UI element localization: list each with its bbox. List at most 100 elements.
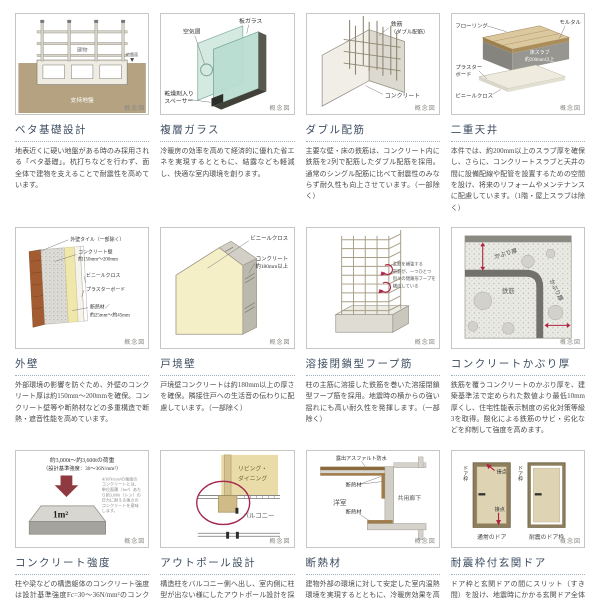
surface-strip: [464, 235, 571, 243]
panel-quake-door: 接点 接点 ドア枠 通常のドア ドア枠 耐震のドア枠 概念図 耐震枠付玄関ドア …: [450, 449, 585, 600]
figure-double-rebar: 鉄筋 （ダブル配筋） コンクリート 概念図: [305, 13, 440, 115]
concept-figure-caption: 概念図: [269, 339, 291, 346]
concept-figure-caption: 概念図: [414, 106, 436, 112]
figure-double-ceiling: フローリング モルタル 床スラブ 約200mm以上 プラスター ボード ビニール…: [450, 13, 585, 115]
note-line7: します。: [102, 508, 118, 513]
waterproof-layer: [319, 466, 393, 470]
mortar-front: [482, 37, 512, 54]
panel-title: ベタ基礎設計: [15, 122, 150, 142]
building-label: 建物: [77, 45, 88, 53]
concept-figure-caption: 概念図: [124, 538, 146, 545]
mortar-side: [511, 37, 569, 54]
note-line4: り約3,600t（トン）の: [102, 491, 141, 498]
living-label-line1: リビング・: [238, 464, 267, 472]
insulation-label-line2: 約25mm～約45mm: [90, 311, 130, 318]
air-layer-marker: [200, 63, 214, 77]
building-frame: [36, 22, 128, 62]
rail-mark-2: [236, 531, 240, 539]
strength-note: ※36N/mm²の強度の コンクリートとは、 単位面積（1m²）あた り約3,6…: [102, 475, 141, 513]
concrete-label: コンクリート: [384, 92, 419, 99]
spacer-block: [211, 93, 224, 107]
tile-label: 外壁タイル（一部除く）: [70, 236, 124, 243]
concept-figure-caption: 概念図: [124, 106, 146, 112]
panel-description: 建物外部の環境に対して安定した室内温熱環境を実現するとともに、冷暖房効果を高め、…: [305, 579, 440, 599]
concrete-cover-diagram: かぶり厚 鉄筋 かぶり厚: [464, 235, 572, 339]
shared-corridor-label: 共用廊下: [397, 494, 421, 502]
panel-double-glazing: 板ガラス 空気層 乾燥剤入り スペーサー 概念図 複層ガラス 冷暖房の効率を高め…: [160, 13, 295, 214]
corridor-lower-wall: [417, 529, 423, 540]
joint-mark: [235, 507, 239, 514]
panel-description: ドア枠と玄関ドアの間にスリット（すき間）を設け、地震時にかかる玄関ドア全体への荷…: [450, 579, 585, 599]
vinyl-cloth-label: ビニールクロス: [455, 91, 493, 99]
panel-description: 柱の主筋に溶接した鉄筋を巻いた溶接閉鎖型フープ筋を採用。地震時の横からの強い揺れ…: [305, 380, 440, 423]
rebar-cage: [340, 229, 401, 315]
outpole-design-diagram: リビング・ ダイニング バルコニー: [196, 454, 281, 539]
double-glazing-diagram: 板ガラス 空気層 乾燥剤入り スペーサー: [165, 17, 267, 110]
ceiling-board-side: [508, 76, 565, 92]
wall-insulation: [380, 472, 385, 499]
panel-title: 溶接閉鎖型フープ筋: [305, 356, 440, 376]
ground-level-label: 地盤面: [126, 51, 138, 57]
structural-column: [218, 494, 238, 513]
note-line2: コンクリートとは、: [102, 480, 139, 486]
note-line1: ※36N/mm²の強度の: [102, 475, 138, 481]
rail-mark-1: [226, 531, 230, 539]
plasterboard-label-line1: プラスター: [455, 63, 482, 71]
panel-partition-wall: ビニールクロス コンクリート 約180mm以上 概念図 戸境壁 戸境壁コンクリー…: [160, 226, 295, 437]
ground-level-marker: [130, 58, 135, 63]
concept-figure-caption: 概念図: [124, 339, 146, 346]
concrete-label-line1: コンクリート: [256, 255, 288, 262]
figure-welded-hoop: 主筋を補強する 帯筋が、一つひとつ 別々の閉鎖形フープを 構成している 概念図: [305, 226, 440, 349]
flooring-label: フローリング: [455, 22, 488, 30]
wall-strip: [224, 454, 232, 496]
panel-description: 冷暖房の効率を高めて経済的に優れた省エネを実現するとともに、結露なども軽減し、快…: [160, 147, 295, 178]
concrete-label-line1: コンクリート壁: [78, 249, 112, 256]
figure-partition-wall: ビニールクロス コンクリート 約180mm以上 概念図: [160, 226, 295, 349]
panel-description: 主要な壁・床の鉄筋は、コンクリート内に鉄筋を2列で配筋したダブル配筋を採用。通常…: [305, 147, 440, 201]
figure-quake-door: 接点 接点 ドア枠 通常のドア ドア枠 耐震のドア枠 概念図: [450, 449, 585, 548]
plasterboard-label: プラスターボード: [86, 286, 125, 293]
spacer-label-line2: スペーサー: [165, 98, 194, 105]
aggregate-stones: [467, 248, 563, 335]
plasterboard-label-line2: ボード: [455, 70, 471, 78]
door-frame-left-label: ドア枠: [462, 465, 468, 482]
door-frame-right-label: ドア枠: [517, 465, 523, 482]
western-room-label: 洋室: [332, 497, 346, 506]
concept-figure-caption: 概念図: [269, 538, 291, 545]
contact-arrows: [486, 463, 501, 526]
rebar-label-line1: 鉄筋: [390, 20, 402, 28]
panel-concrete-cover: かぶり厚 鉄筋 かぶり厚 概念図 コンクリートかぶり厚 鉄筋を覆うコンクリートの…: [450, 226, 585, 437]
note-line3: 単位面積（1m²）あた: [102, 486, 141, 492]
panel-title: コンクリートかぶり厚: [450, 356, 585, 376]
insulation-diagram: 露出アスファルト防水 断熱材 洋室 共用廊下 断熱材: [319, 454, 426, 540]
mortar-label: モルタル: [559, 18, 581, 26]
quake-door-handle: [534, 492, 542, 496]
panel-title: 耐震枠付玄関ドア: [450, 555, 585, 575]
waterproof-label: 露出アスファルト防水: [335, 454, 386, 461]
panel-description: 本件では、約200mm以上のスラブ厚を確保し、さらに、コンクリートスラブと天井の…: [450, 147, 585, 212]
frame-right: [258, 31, 267, 92]
flooring-top: [481, 25, 570, 50]
panel-title: 複層ガラス: [160, 122, 295, 142]
contact-bottom-label: 接点: [494, 505, 504, 512]
concept-figure-caption: 概念図: [414, 339, 436, 346]
panel-title: 戸境壁: [160, 356, 295, 376]
cover-arrow-top: [480, 242, 485, 271]
hoop-note-line4: 構成している: [392, 282, 418, 289]
slab-foundation-diagram: 建物 支持地盤 地盤面: [18, 19, 146, 114]
note-line5: 圧力に耐える強さの: [102, 496, 139, 502]
leader-lines: [364, 27, 389, 95]
hoop-note-line2: 帯筋が、一つひとつ: [392, 268, 430, 275]
double-rebar-diagram: 鉄筋 （ダブル配筋） コンクリート: [321, 15, 428, 107]
column-caps: [40, 19, 126, 23]
slab-front: [482, 41, 512, 71]
panel-description: 地表近くに硬い地盤がある時のみ採用される「ベタ基礎」。杭打ちなどを行わず、面全体…: [15, 147, 150, 189]
ceiling-board-front: [478, 76, 509, 92]
panel-slab-foundation: 建物 支持地盤 地盤面 概念図 ベタ基礎設計 地表近くに硬い地盤がある時のみ採用…: [15, 13, 150, 214]
panel-welded-hoop: 主筋を補強する 帯筋が、一つひとつ 別々の閉鎖形フープを 構成している 概念図 …: [305, 226, 440, 437]
sash-wall-lines: [197, 494, 281, 499]
wall-side-face: [242, 257, 258, 335]
panel-description: 戸境壁コンクリートは約180mm以上の厚さを確保。隣接住戸への生活音の伝わりに配…: [160, 380, 295, 412]
lower-slab: [366, 522, 426, 530]
